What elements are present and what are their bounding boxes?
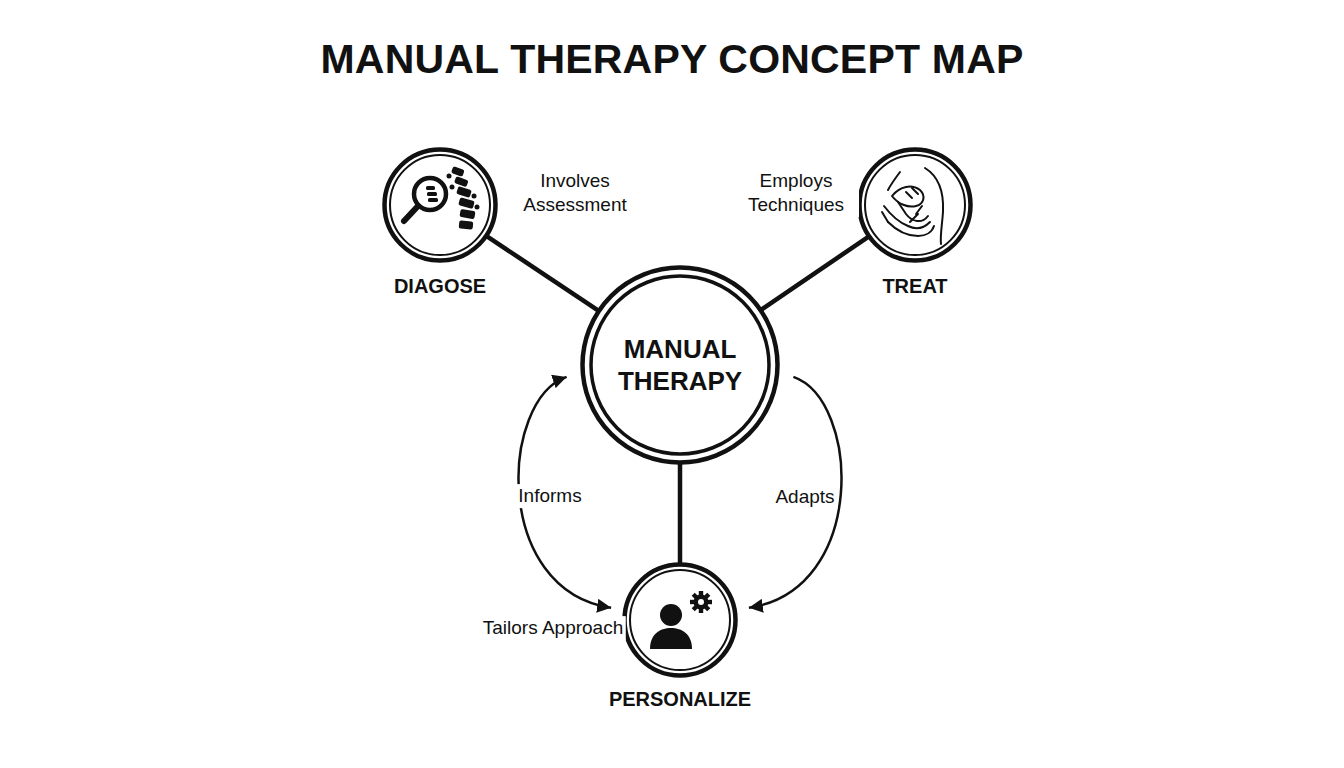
- circle-outline: [857, 147, 973, 263]
- connector-line: [678, 464, 683, 563]
- hands-icon: [882, 168, 943, 244]
- edge-label: Adapts: [772, 485, 837, 509]
- edge-label: Involves Assessment: [512, 169, 638, 217]
- personalize-node: PERSONALIZE: [622, 562, 738, 678]
- central-node: MANUAL THERAPY: [580, 265, 780, 465]
- treat-node: TREAT: [857, 147, 973, 263]
- connector-line: [487, 237, 597, 311]
- node-label: MANUAL THERAPY: [605, 333, 755, 398]
- circle-outline: [622, 562, 738, 678]
- diagram-title: MANUAL THERAPY CONCEPT MAP: [0, 36, 1344, 83]
- node-heading: TREAT: [882, 275, 947, 298]
- node-heading: DIAGOSE: [394, 275, 486, 298]
- circle-outline: [382, 147, 498, 263]
- person-gear-icon: [650, 591, 712, 649]
- edge-label: Informs: [515, 484, 584, 508]
- node-heading: PERSONALIZE: [609, 688, 751, 711]
- edge-label: Employs Techniques: [733, 169, 859, 217]
- spine-magnifier-icon: [404, 166, 480, 229]
- diagnose-node: DIAGOSE: [382, 147, 498, 263]
- circle-outline: [580, 265, 780, 465]
- connector-line: [762, 237, 868, 309]
- node-text-holder: MANUAL THERAPY: [580, 265, 780, 465]
- free-label: Tailors Approach: [480, 616, 626, 640]
